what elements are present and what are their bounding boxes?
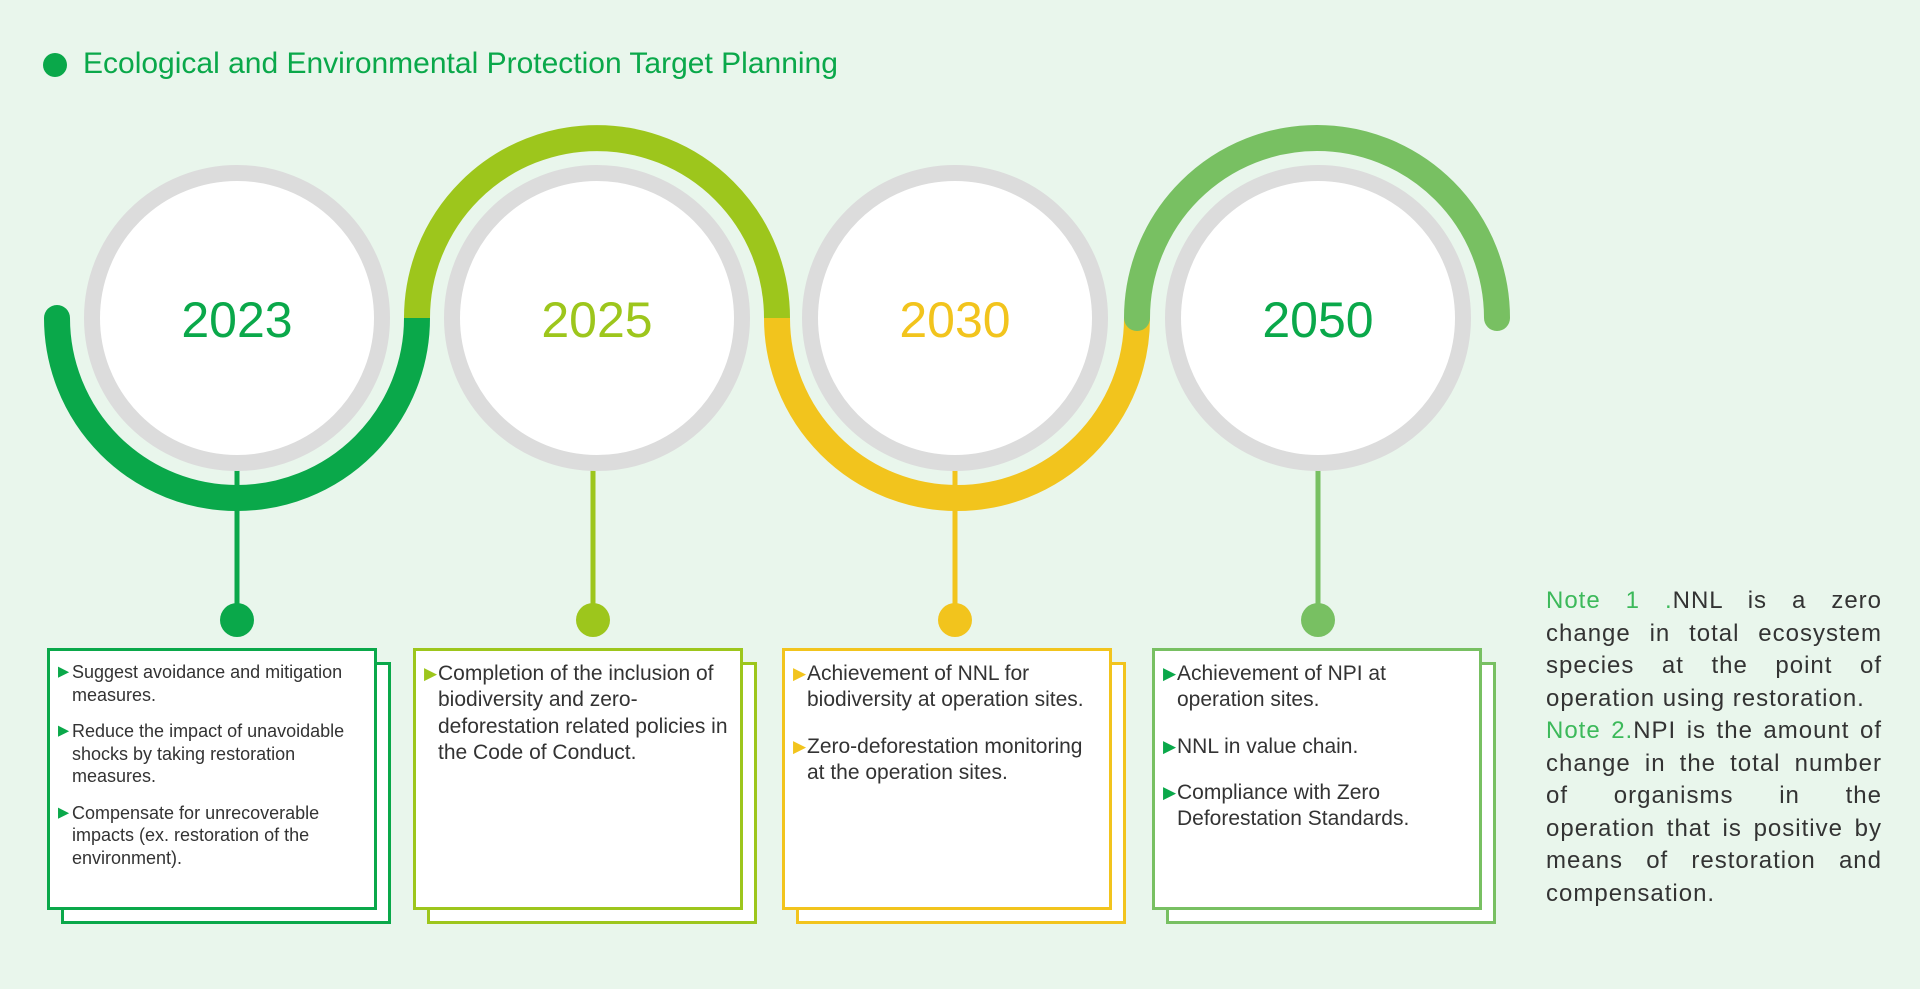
list-item: ▶Reduce the impact of unavoidable shocks…	[58, 721, 345, 786]
milestone-card-2023: ▶Suggest avoidance and mitigation measur…	[47, 648, 391, 924]
card-list: ▶Achievement of NNL for biodiversity at …	[793, 661, 1101, 786]
note-2: Note 2.NPI is the amount of change in th…	[1546, 715, 1882, 910]
list-item: ▶Compliance with Zero Deforestation Stan…	[1163, 780, 1410, 830]
milestone-2023-graphic	[84, 165, 390, 637]
list-item: ▶Compensate for unrecoverable impacts (e…	[58, 802, 320, 868]
card-list: ▶Achievement of NPI at operation sites. …	[1163, 661, 1471, 832]
connector-dot	[938, 603, 972, 637]
arrow-bullet-icon: ▶	[793, 736, 806, 756]
year-circle	[1165, 165, 1471, 471]
milestone-2050-graphic	[1165, 165, 1471, 637]
arrow-bullet-icon: ▶	[1163, 664, 1176, 683]
connector-dot	[1301, 603, 1335, 637]
list-item: ▶Zero-deforestation monitoring at the op…	[793, 734, 1083, 784]
note-1: Note 1 .NNL is a zero change in total ec…	[1546, 585, 1882, 715]
card-list: ▶Suggest avoidance and mitigation measur…	[58, 661, 366, 869]
arrow-bullet-icon: ▶	[1163, 736, 1176, 756]
year-label-2025: 2025	[541, 292, 653, 348]
year-label-2050: 2050	[1262, 292, 1374, 348]
notes-block: Note 1 .NNL is a zero change in total ec…	[1546, 585, 1882, 910]
milestone-card-2050: ▶Achievement of NPI at operation sites. …	[1152, 648, 1496, 924]
card-list: ▶Completion of the inclusion of biodiver…	[424, 661, 732, 766]
milestone-2025-graphic	[444, 165, 750, 637]
year-circle	[802, 165, 1108, 471]
arrow-bullet-icon: ▶	[58, 804, 70, 821]
list-item: ▶Completion of the inclusion of biodiver…	[424, 662, 728, 764]
card-body: ▶Suggest avoidance and mitigation measur…	[47, 648, 377, 910]
arrow-bullet-icon: ▶	[793, 664, 806, 683]
list-item: ▶Achievement of NPI at operation sites.	[1163, 662, 1386, 712]
arc-2050	[1124, 125, 1510, 331]
arrow-bullet-icon: ▶	[58, 723, 70, 739]
list-item: ▶Suggest avoidance and mitigation measur…	[58, 662, 343, 705]
milestone-card-2025: ▶Completion of the inclusion of biodiver…	[413, 648, 757, 924]
arc-2025	[404, 125, 790, 319]
connector-dot	[220, 603, 254, 637]
year-circle	[84, 165, 390, 471]
note-text: NNL is a zero change in total ecosystem …	[1546, 587, 1883, 712]
year-label-2030: 2030	[899, 292, 1011, 348]
card-body: ▶Achievement of NNL for biodiversity at …	[782, 648, 1112, 910]
card-body: ▶Achievement of NPI at operation sites. …	[1152, 648, 1482, 910]
page-title: Ecological and Environmental Protection …	[83, 47, 838, 80]
card-body: ▶Completion of the inclusion of biodiver…	[413, 648, 743, 910]
milestone-2030-graphic	[802, 165, 1108, 637]
year-circle	[444, 165, 750, 471]
year-label-2023: 2023	[181, 292, 293, 348]
milestone-card-2030: ▶Achievement of NNL for biodiversity at …	[782, 648, 1126, 924]
note-label: Note 2.	[1546, 717, 1634, 744]
arrow-bullet-icon: ▶	[424, 664, 437, 683]
note-text: NPI is the amount of change in the total…	[1546, 717, 1882, 907]
title-bullet	[43, 53, 67, 77]
arrow-bullet-icon: ▶	[58, 664, 70, 680]
arrow-bullet-icon: ▶	[1163, 782, 1176, 802]
note-label: Note 1 .	[1546, 587, 1673, 614]
list-item: ▶Achievement of NNL for biodiversity at …	[793, 662, 1084, 712]
list-item: ▶NNL in value chain.	[1163, 734, 1471, 760]
connector-dot	[576, 603, 610, 637]
